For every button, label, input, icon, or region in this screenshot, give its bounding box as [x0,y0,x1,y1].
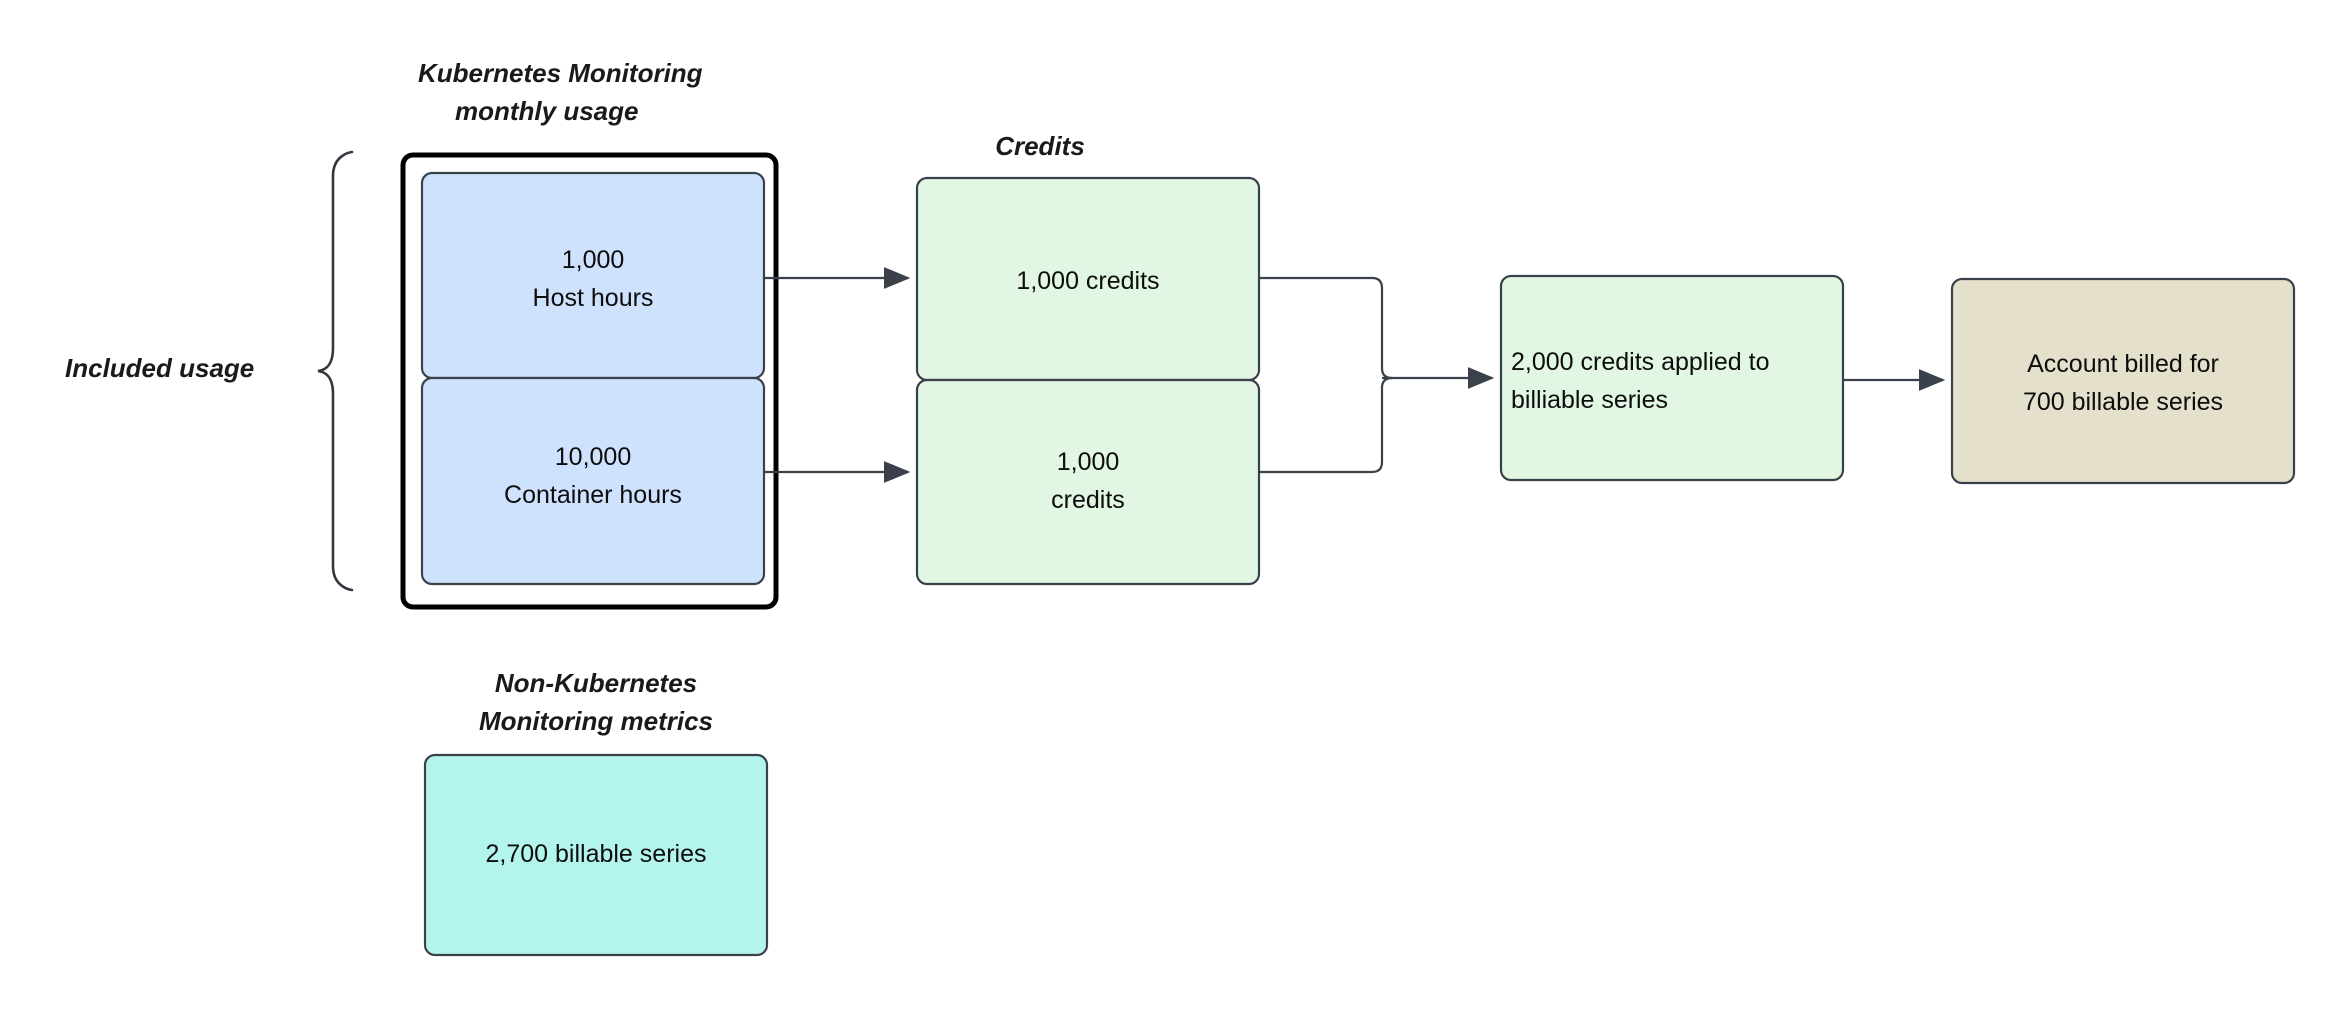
connector-credits-bottom-to-merge [1259,376,1393,474]
node-credits-bottom-unit: credits [1051,486,1125,514]
included-usage-label: Included usage [65,353,254,383]
kubernetes-usage-container [400,152,779,610]
node-host-hours[interactable] [420,171,766,380]
included-usage-brace [317,150,354,592]
node-credits-top-value: 1,000 credits [1016,267,1159,295]
node-credits-bottom[interactable] [915,378,1261,586]
credits-title: Credits [995,131,1085,161]
node-non-kubernetes-series-value: 2,700 billable series [486,840,707,868]
node-account-billed-line1: Account billed for [2027,350,2219,378]
node-container-hours[interactable] [420,376,766,586]
node-container-hours-value: 10,000 [555,443,631,471]
node-container-hours-unit: Container hours [504,481,682,509]
kubernetes-usage-title-line2: monthly usage [455,96,638,126]
node-non-kubernetes-series[interactable] [423,753,769,957]
connector-credits-top-to-merge [1259,276,1393,380]
kubernetes-usage-title-line1: Kubernetes Monitoring [418,58,703,88]
node-account-billed[interactable] [1950,277,2296,485]
node-credits-bottom-value: 1,000 [1057,448,1120,476]
node-credits-applied[interactable] [1499,274,1845,482]
node-credits-applied-line1: 2,000 credits applied to [1511,348,1770,376]
node-host-hours-unit: Host hours [533,284,654,312]
node-account-billed-line2: 700 billable series [2023,388,2223,416]
node-credits-applied-line2: billiable series [1511,386,1668,414]
node-host-hours-value: 1,000 [562,246,625,274]
non-kubernetes-title-line1: Non-Kubernetes [495,668,697,698]
non-kubernetes-title-line2: Monitoring metrics [479,706,713,736]
